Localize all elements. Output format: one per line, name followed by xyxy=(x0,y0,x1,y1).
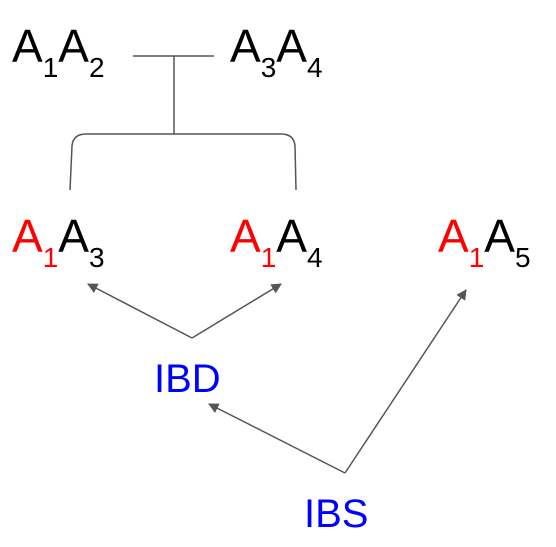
allele-subscript: 2 xyxy=(89,52,105,83)
allele-subscript-highlight: 1 xyxy=(43,242,59,273)
pedigree-lines xyxy=(69,55,297,191)
allele-letter: A xyxy=(484,210,515,262)
allele-letter: A xyxy=(12,20,43,72)
ibd-arrow-left xyxy=(87,283,193,339)
ibd-arrow-right xyxy=(191,283,282,339)
ibd-label: IBD xyxy=(154,357,221,401)
sibship-bracket xyxy=(69,133,297,191)
allele-letter: A xyxy=(58,210,89,262)
ibs-label: IBS xyxy=(304,492,368,536)
allele-letter: A xyxy=(230,20,261,72)
allele-letter-highlight: A xyxy=(438,210,469,262)
offspring-2-genotype: A1A4 xyxy=(230,210,323,273)
allele-subscript: 4 xyxy=(307,242,323,273)
allele-subscript: 1 xyxy=(43,52,59,83)
ibs-arrow-to-offspring xyxy=(344,289,467,474)
allele-subscript: 3 xyxy=(89,242,105,273)
allele-letter: A xyxy=(276,20,307,72)
allele-subscript-highlight: 1 xyxy=(261,242,277,273)
allele-subscript-highlight: 1 xyxy=(469,242,485,273)
allele-letter: A xyxy=(276,210,307,262)
allele-letter-highlight: A xyxy=(230,210,261,262)
offspring-1-genotype: A1A3 xyxy=(12,210,105,273)
parent-left-genotype: A1A2 xyxy=(12,20,105,83)
relationship-arrows xyxy=(87,283,467,474)
ibs-arrow-to-ibd xyxy=(208,403,346,474)
allele-letter-highlight: A xyxy=(12,210,43,262)
allele-subscript: 3 xyxy=(261,52,277,83)
allele-letter: A xyxy=(58,20,89,72)
allele-subscript: 4 xyxy=(307,52,323,83)
allele-subscript: 5 xyxy=(515,242,531,273)
parent-right-genotype: A3A4 xyxy=(230,20,323,83)
offspring-3-genotype: A1A5 xyxy=(438,210,531,273)
